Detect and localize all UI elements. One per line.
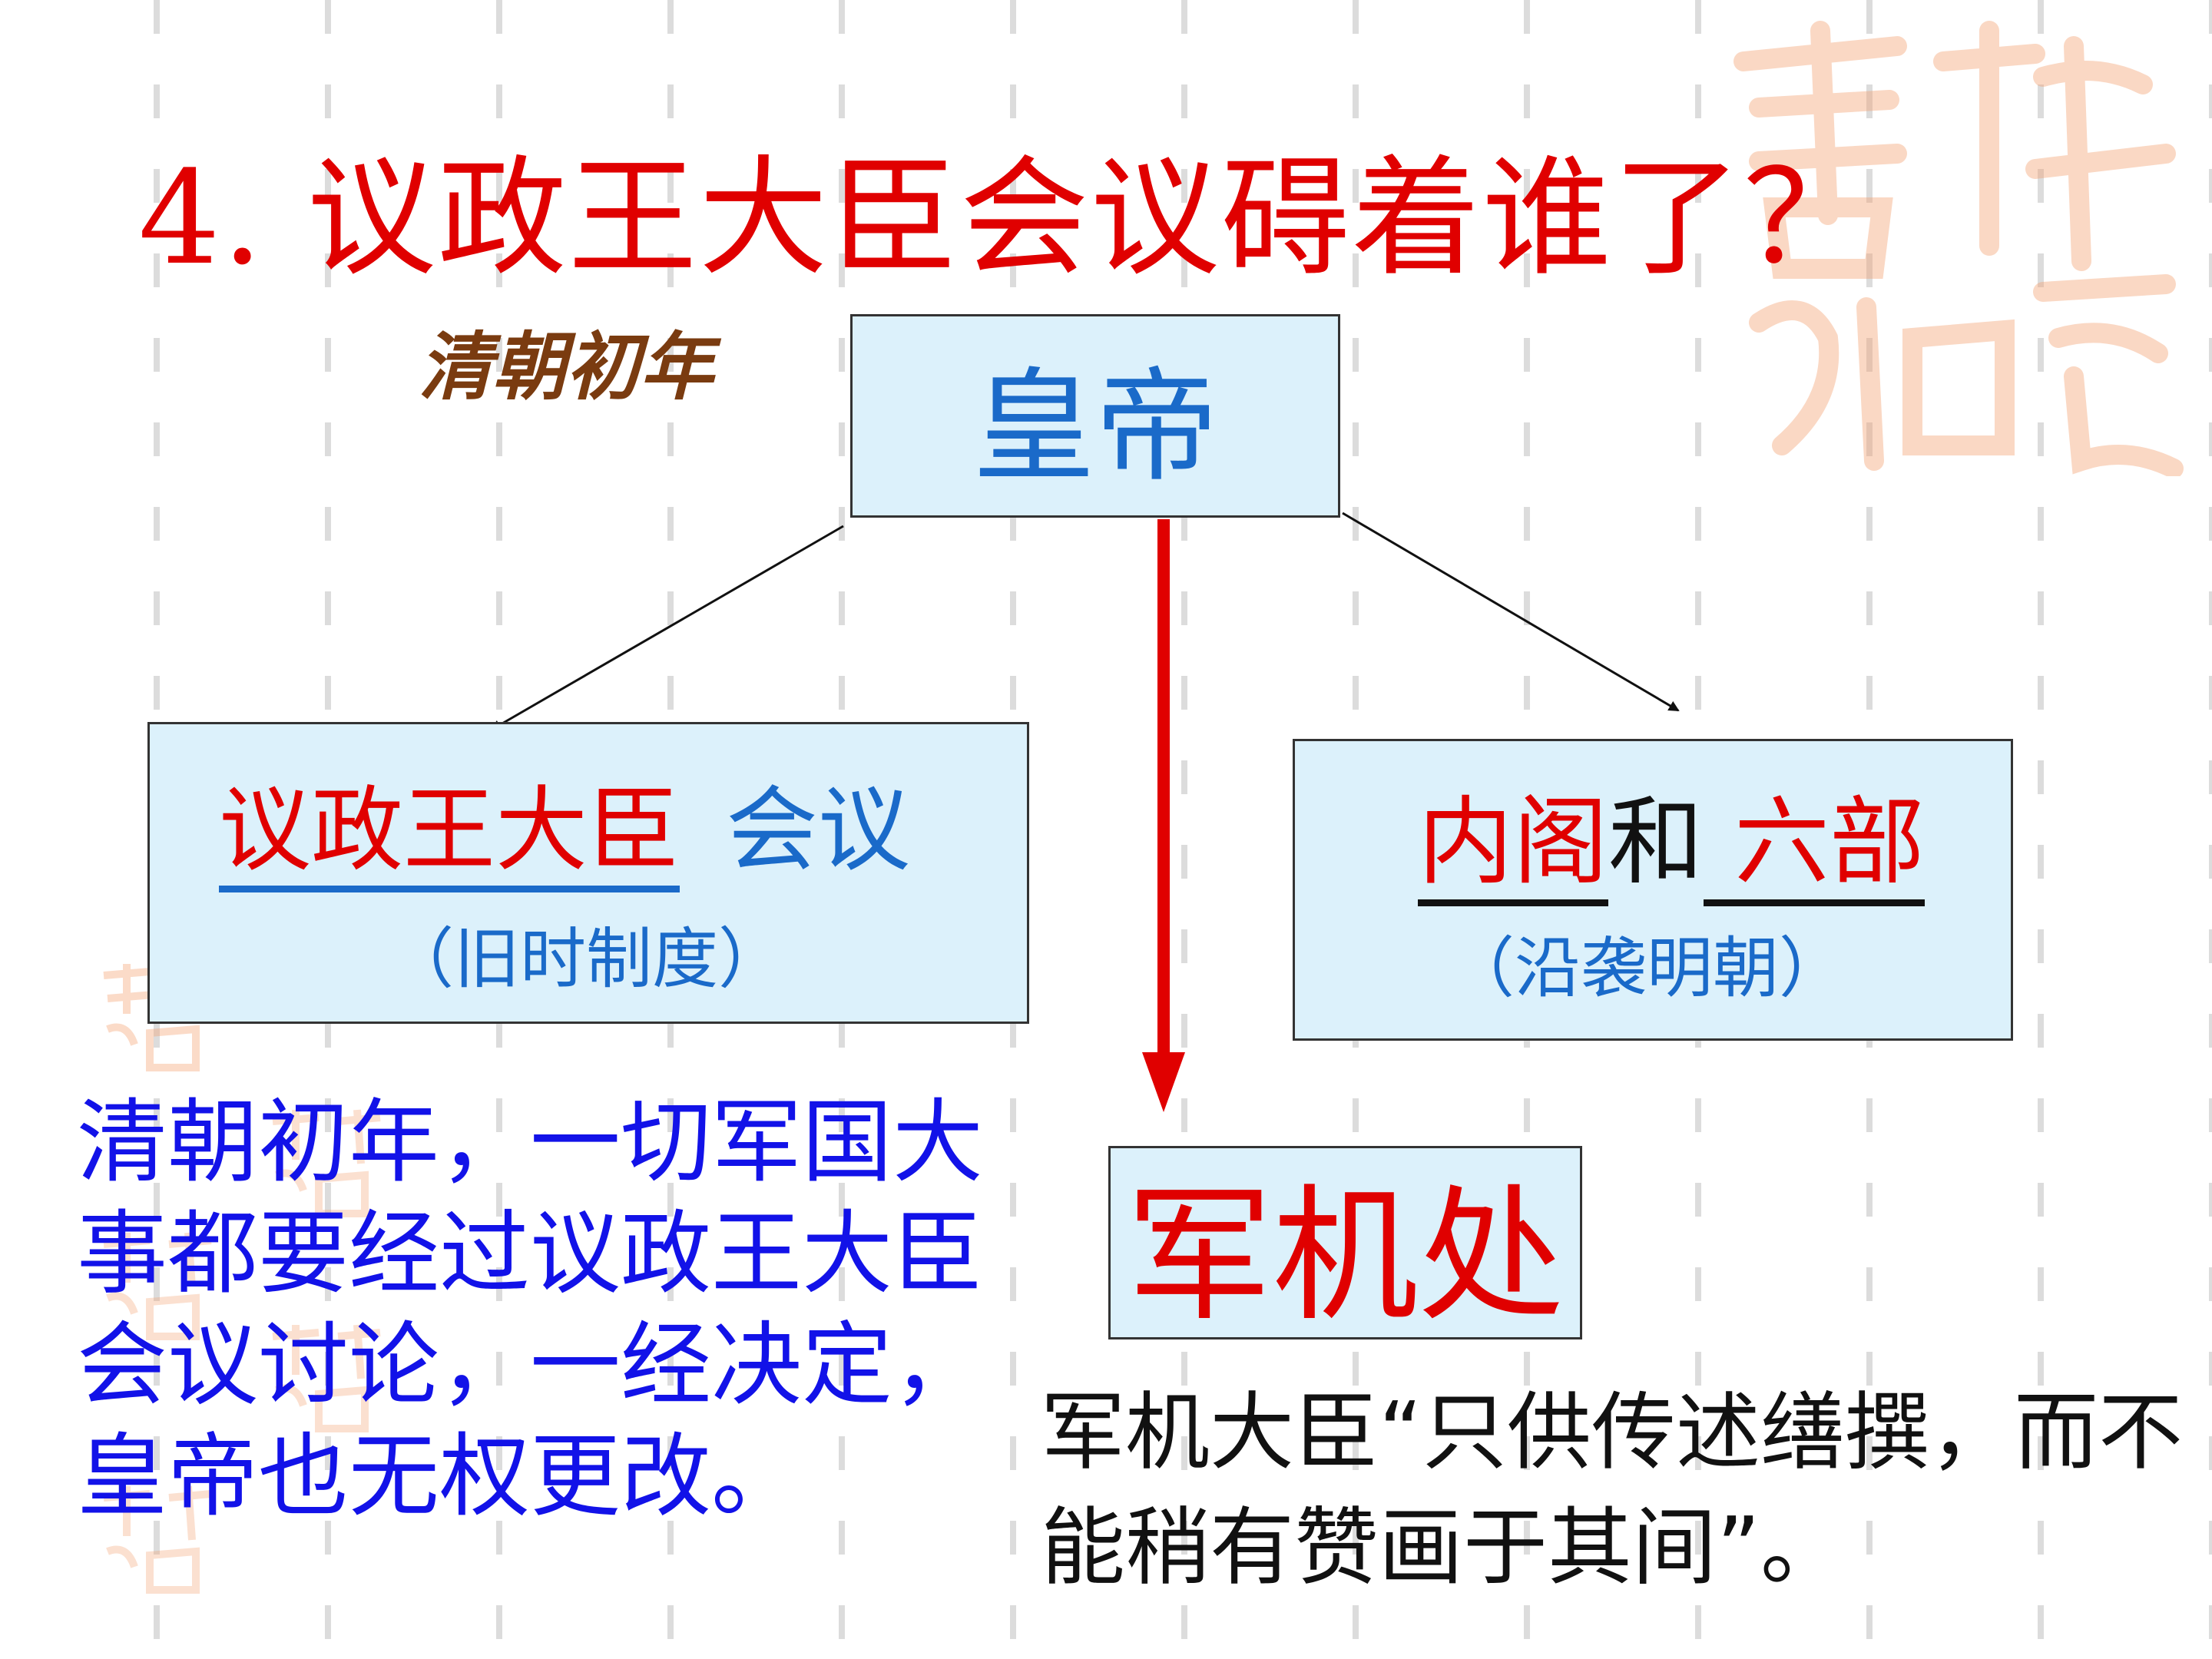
seal-stamp-small-2	[265, 1106, 396, 1221]
arrow-to-council	[490, 525, 844, 731]
seal-stamp-small-4	[265, 1321, 396, 1436]
cabinet-title: 内阁和六部	[1418, 764, 1926, 906]
arrow-to-junjichu-head	[1142, 1052, 1185, 1112]
council-box: 议政王大臣会议 （旧时制度）	[147, 722, 1029, 1024]
council-title: 议政王大臣会议	[219, 755, 910, 892]
junjichu-label: 军机处	[1126, 1171, 1565, 1341]
arrow-to-cabinet	[1342, 512, 1680, 712]
cabinet-box: 内阁和六部 （沿袭明朝）	[1293, 739, 2013, 1041]
era-label: 清朝初年	[419, 323, 714, 410]
cabinet-part1: 内阁	[1418, 787, 1609, 906]
seal-stamp-small-3	[96, 1229, 227, 1344]
seal-stamp-large	[1713, 15, 2189, 478]
page-title: 4. 议政王大臣会议碍着谁了？	[138, 143, 1874, 293]
emperor-box: 皇帝	[850, 314, 1340, 518]
cabinet-conj: 和	[1608, 787, 1704, 898]
cabinet-part2: 六部	[1704, 787, 1926, 906]
quote-text: 军机大臣“只供传述缮撰，而不能稍有赞画于其间”。	[1041, 1383, 2183, 1597]
emperor-label: 皇帝	[972, 354, 1218, 498]
council-suffix: 会议	[726, 777, 910, 884]
council-name: 议政王大臣	[219, 777, 680, 892]
seal-stamp-small-5	[96, 1482, 227, 1598]
arrow-to-junjichu-shaft	[1157, 519, 1170, 1057]
cabinet-note: （沿袭明朝）	[1449, 930, 1845, 1007]
junjichu-box: 军机处	[1108, 1146, 1582, 1341]
council-note: （旧时制度）	[388, 921, 784, 998]
description-text: 清朝初年，一切军国大事都要经过议政王大臣会议讨论，一经决定，皇帝也无权更改。	[77, 1089, 984, 1529]
